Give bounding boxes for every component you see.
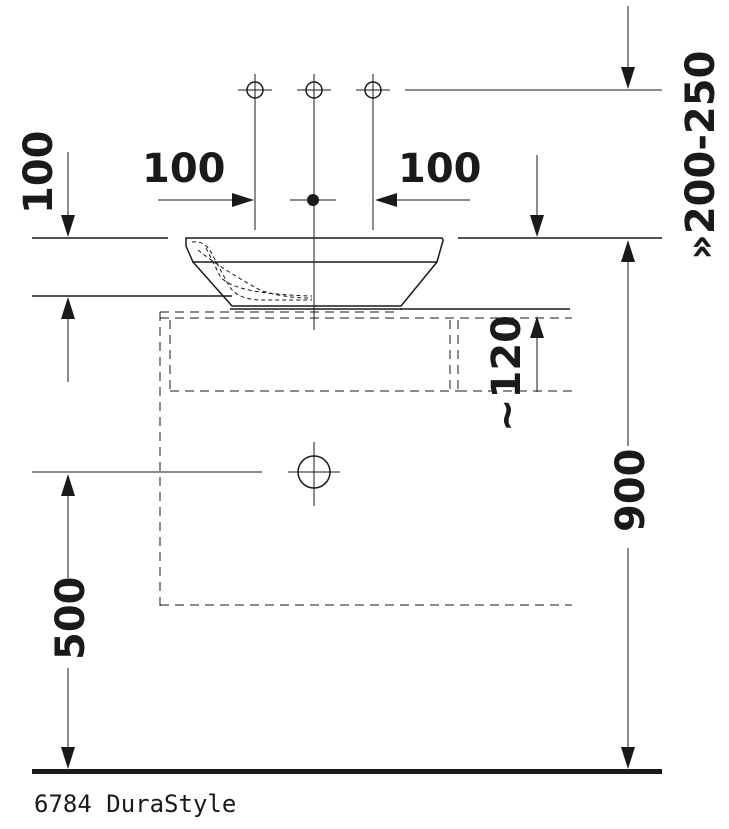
tap-hole-left-icon xyxy=(238,74,272,230)
top-height-arrow-lower xyxy=(61,297,75,382)
vanity-cabinet-outline xyxy=(159,308,572,606)
floor-line xyxy=(32,769,662,774)
tap-height-arrow-upper xyxy=(621,6,635,89)
tap-height-arrow-lower xyxy=(530,155,544,237)
centre-point-marker xyxy=(290,194,336,206)
drain-height-label: 500 xyxy=(48,577,94,661)
basin-outline xyxy=(185,237,444,310)
drain-outlet-icon xyxy=(288,442,340,506)
cabinet-depth-arrow xyxy=(530,316,544,392)
cabinet-depth-label: ~120 xyxy=(484,315,530,432)
tap-height-label: »200-250 xyxy=(678,51,724,260)
basin-height-arrow xyxy=(621,240,635,769)
top-height-label: 100 xyxy=(16,131,62,215)
tap-hole-right-icon xyxy=(356,74,390,230)
product-caption: 6784 DuraStyle xyxy=(34,790,236,818)
basin-height-label: 900 xyxy=(608,449,654,533)
right-spacing-label: 100 xyxy=(398,146,482,192)
left-spacing-arrow xyxy=(158,193,254,207)
left-spacing-label: 100 xyxy=(142,146,226,192)
right-spacing-arrow xyxy=(375,193,470,207)
top-height-arrow-upper xyxy=(61,152,75,237)
drain-height-arrow xyxy=(61,474,75,769)
